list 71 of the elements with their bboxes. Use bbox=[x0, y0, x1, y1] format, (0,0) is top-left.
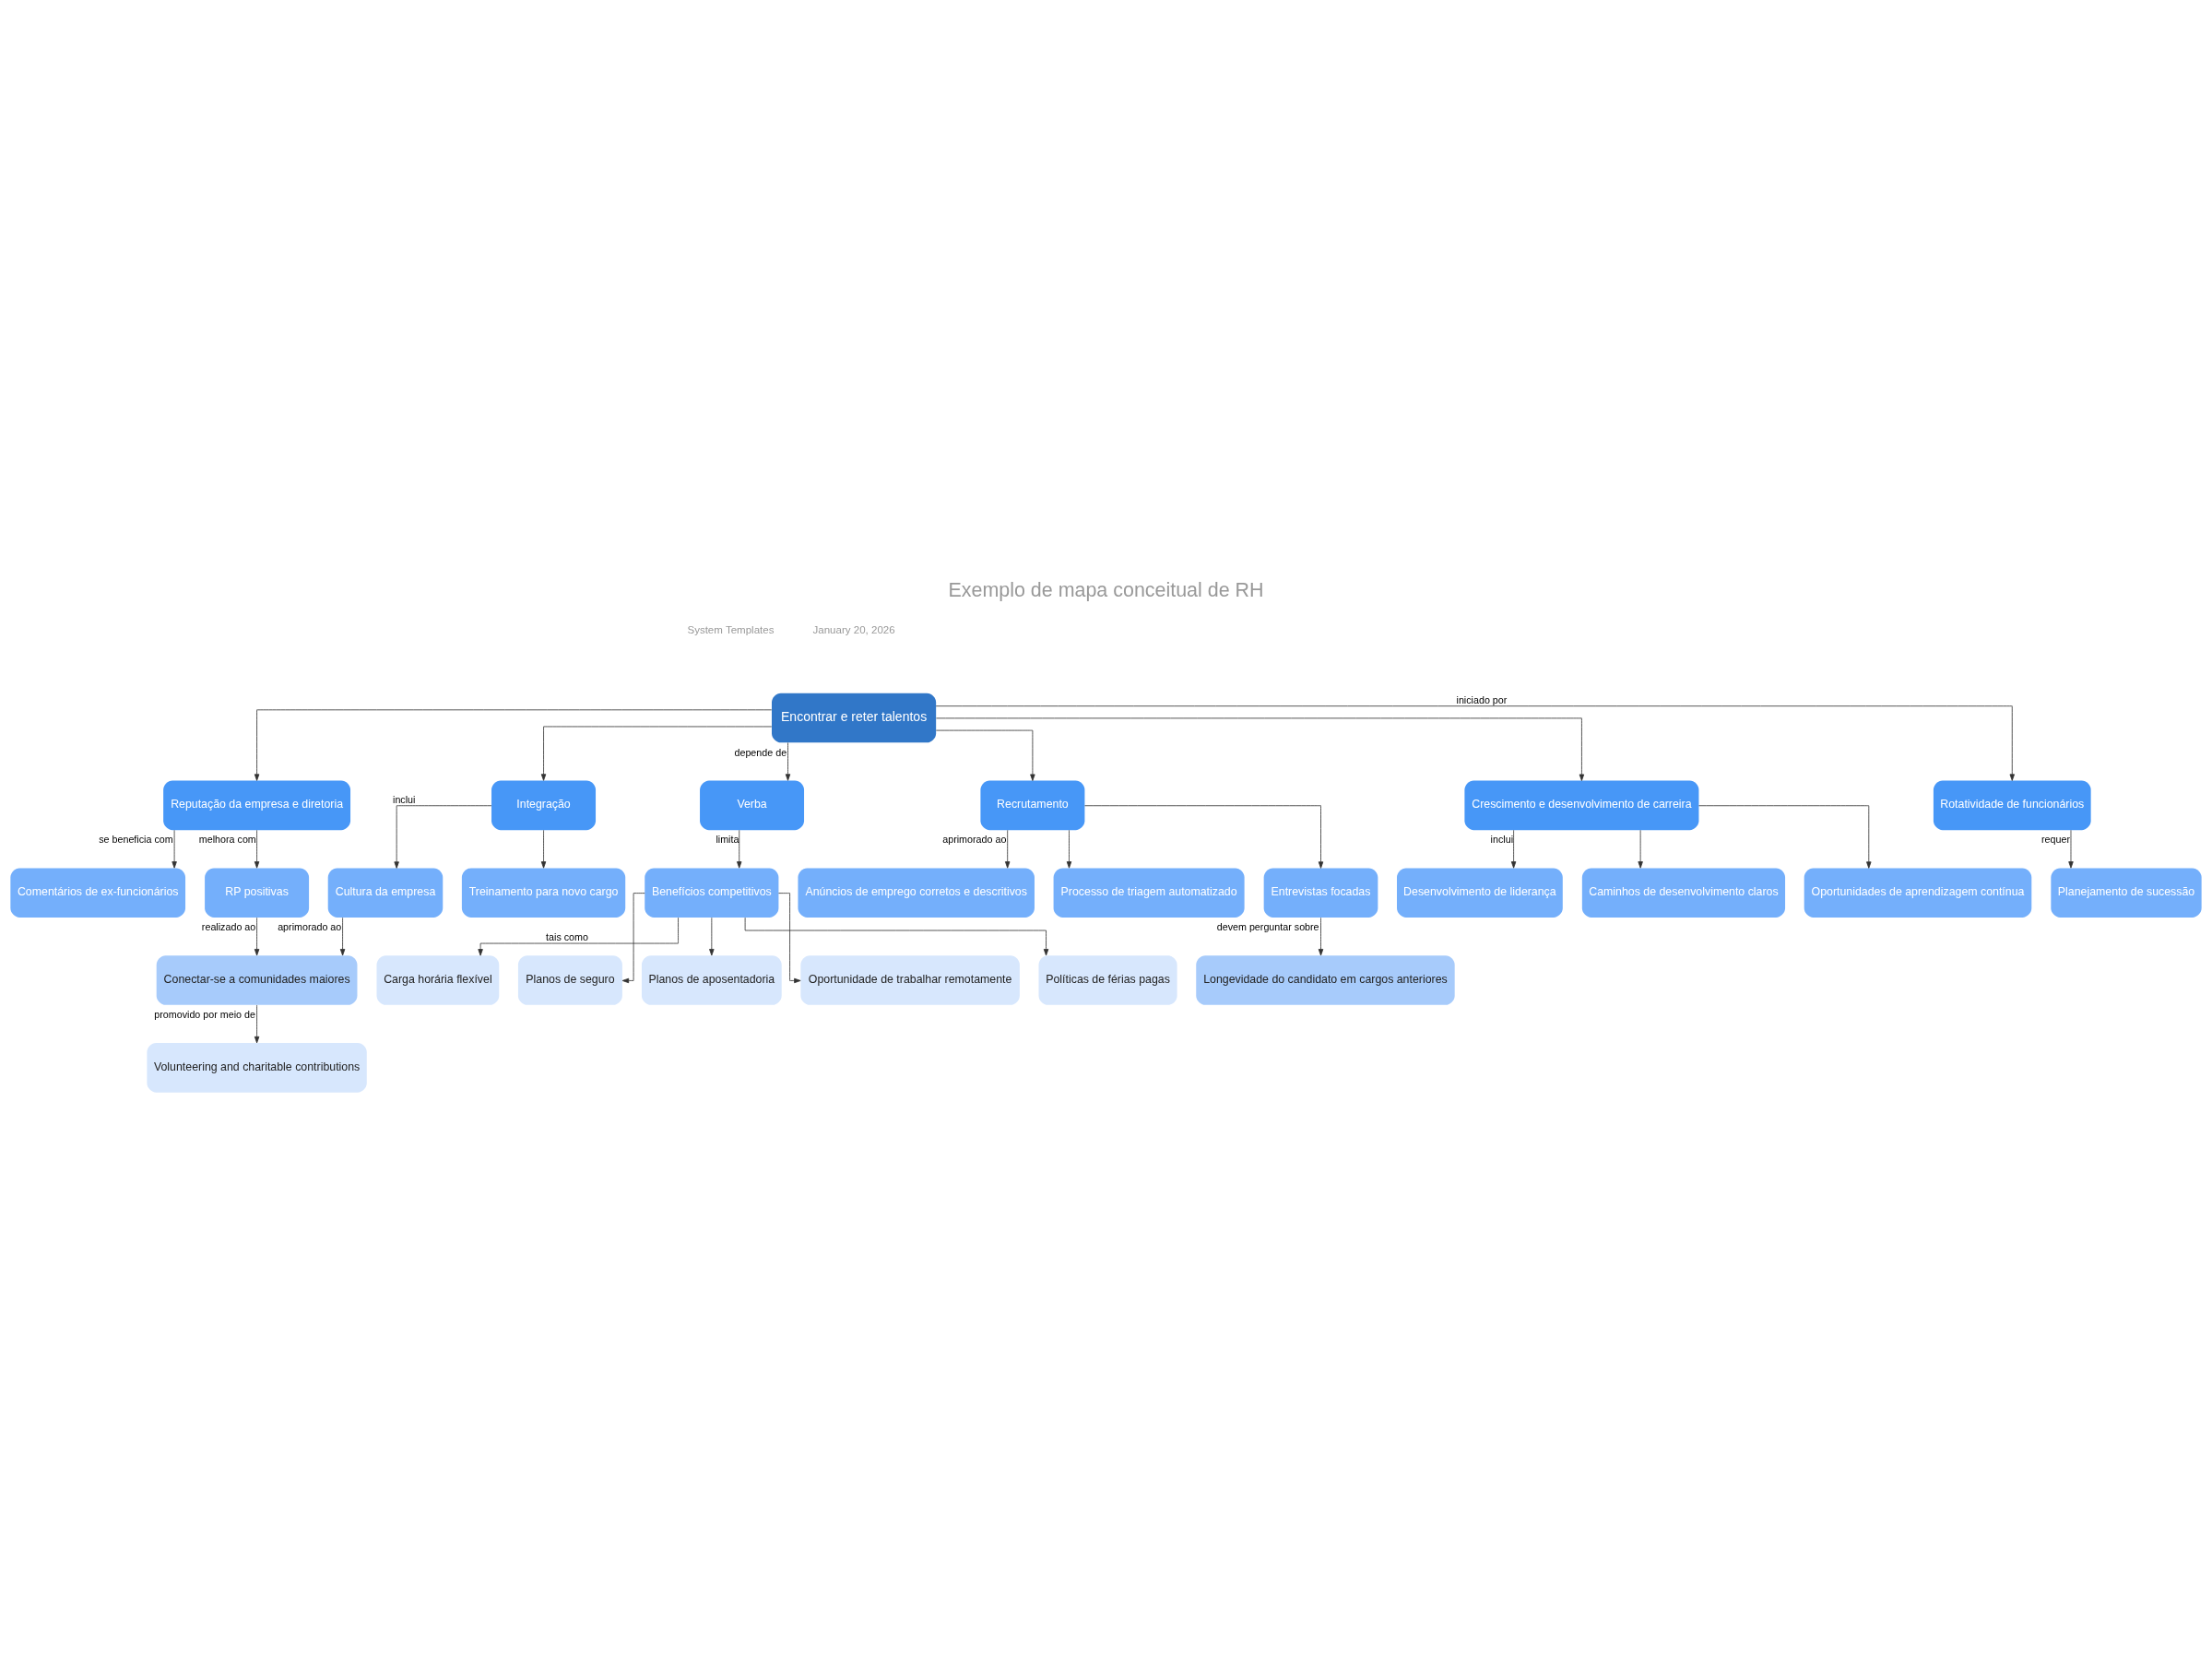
node-box: Treinamento para novo cargo bbox=[461, 868, 626, 918]
node-box: Verba bbox=[700, 780, 805, 831]
arrow bbox=[540, 726, 773, 781]
arrow bbox=[254, 829, 260, 869]
arrow bbox=[1698, 805, 1872, 869]
arrow bbox=[709, 917, 715, 956]
node-box: Integração bbox=[491, 780, 597, 831]
node-box: Volunteering and charitable contributions bbox=[147, 1043, 367, 1093]
edge-label: aprimorado ao bbox=[278, 921, 342, 933]
node-box: Crescimento e desenvolvimento de carreira bbox=[1464, 780, 1699, 831]
edge-label: realizado ao bbox=[201, 921, 256, 933]
node-box: Planejamento de sucessão bbox=[2051, 868, 2202, 918]
node-box: Anúncios de emprego corretos e descritivos bbox=[798, 868, 1035, 918]
arrow bbox=[1318, 917, 1324, 956]
edge-label: iniciado por bbox=[1456, 693, 1508, 705]
node-box: Longevidade do candidato em cargos anteriores bbox=[1196, 955, 1455, 1005]
arrow bbox=[2068, 829, 2074, 869]
edge-label: requer bbox=[2041, 834, 2070, 846]
node-box: Reputação da empresa e diretoria bbox=[163, 780, 351, 831]
node-box: RP positivas bbox=[205, 868, 310, 918]
arrow bbox=[254, 917, 260, 956]
edge-label: promovido por meio de bbox=[154, 1009, 255, 1021]
node-box: Planos de seguro bbox=[517, 955, 622, 1005]
node-box: Entrevistas focadas bbox=[1263, 868, 1378, 918]
node-box: Encontrar e reter talentos bbox=[772, 693, 937, 743]
edge-label: aprimorado ao bbox=[942, 834, 1007, 846]
edge-label: se beneficia com bbox=[99, 834, 173, 846]
arrow bbox=[1004, 829, 1011, 869]
arrow bbox=[744, 917, 1049, 956]
arrow bbox=[478, 917, 679, 956]
arrow bbox=[254, 1004, 260, 1044]
arrow bbox=[540, 829, 547, 869]
arrow bbox=[785, 742, 791, 781]
edge-label: limita bbox=[716, 834, 739, 846]
edge-label: melhora com bbox=[198, 834, 256, 846]
node-box: Políticas de férias pagas bbox=[1038, 955, 1177, 1005]
arrow bbox=[621, 893, 645, 984]
node-box: Carga horária flexível bbox=[376, 955, 500, 1005]
edge-label: devem perguntar sobre bbox=[1216, 921, 1319, 933]
arrow bbox=[394, 805, 492, 869]
arrow bbox=[935, 729, 1035, 781]
arrow bbox=[254, 709, 773, 781]
arrow bbox=[778, 893, 801, 984]
node-box: Caminhos de desenvolvimento claros bbox=[1581, 868, 1786, 918]
arrow bbox=[737, 829, 742, 869]
node-box: Oportunidade de trabalhar remotamente bbox=[800, 955, 1020, 1005]
arrow bbox=[1066, 829, 1072, 869]
node-box: Desenvolvimento de liderança bbox=[1397, 868, 1563, 918]
arrow bbox=[1638, 829, 1643, 869]
diagram-title: Exemplo de mapa conceitual de RH bbox=[948, 578, 1264, 601]
node-box: Conectar-se a comunidades maiores bbox=[156, 955, 358, 1005]
edge-label: tais como bbox=[546, 931, 588, 943]
arrow bbox=[935, 705, 2015, 781]
edge-label: depende de bbox=[734, 746, 787, 758]
arrow bbox=[1084, 805, 1324, 869]
label: System Templates bbox=[687, 623, 775, 635]
node-box: Processo de triagem automatizado bbox=[1053, 868, 1245, 918]
node-box: Comentários de ex-funcionários bbox=[10, 868, 186, 918]
edge-label: inclui bbox=[1490, 834, 1514, 846]
node-box: Recrutamento bbox=[980, 780, 1085, 831]
node-box: Rotatividade de funcionários bbox=[1933, 780, 2091, 831]
node-box: Planos de aposentadoria bbox=[641, 955, 782, 1005]
arrow bbox=[339, 917, 346, 956]
label: January 20, 2026 bbox=[812, 623, 895, 635]
arrow bbox=[1510, 829, 1517, 869]
arrow bbox=[172, 829, 177, 869]
node-box: Cultura da empresa bbox=[327, 868, 444, 918]
edge-label: inclui bbox=[393, 793, 416, 805]
node-box: Oportunidades de aprendizagem contínua bbox=[1804, 868, 2032, 918]
node-box: Benefícios competitivos bbox=[645, 868, 779, 918]
arrow bbox=[936, 717, 1585, 781]
